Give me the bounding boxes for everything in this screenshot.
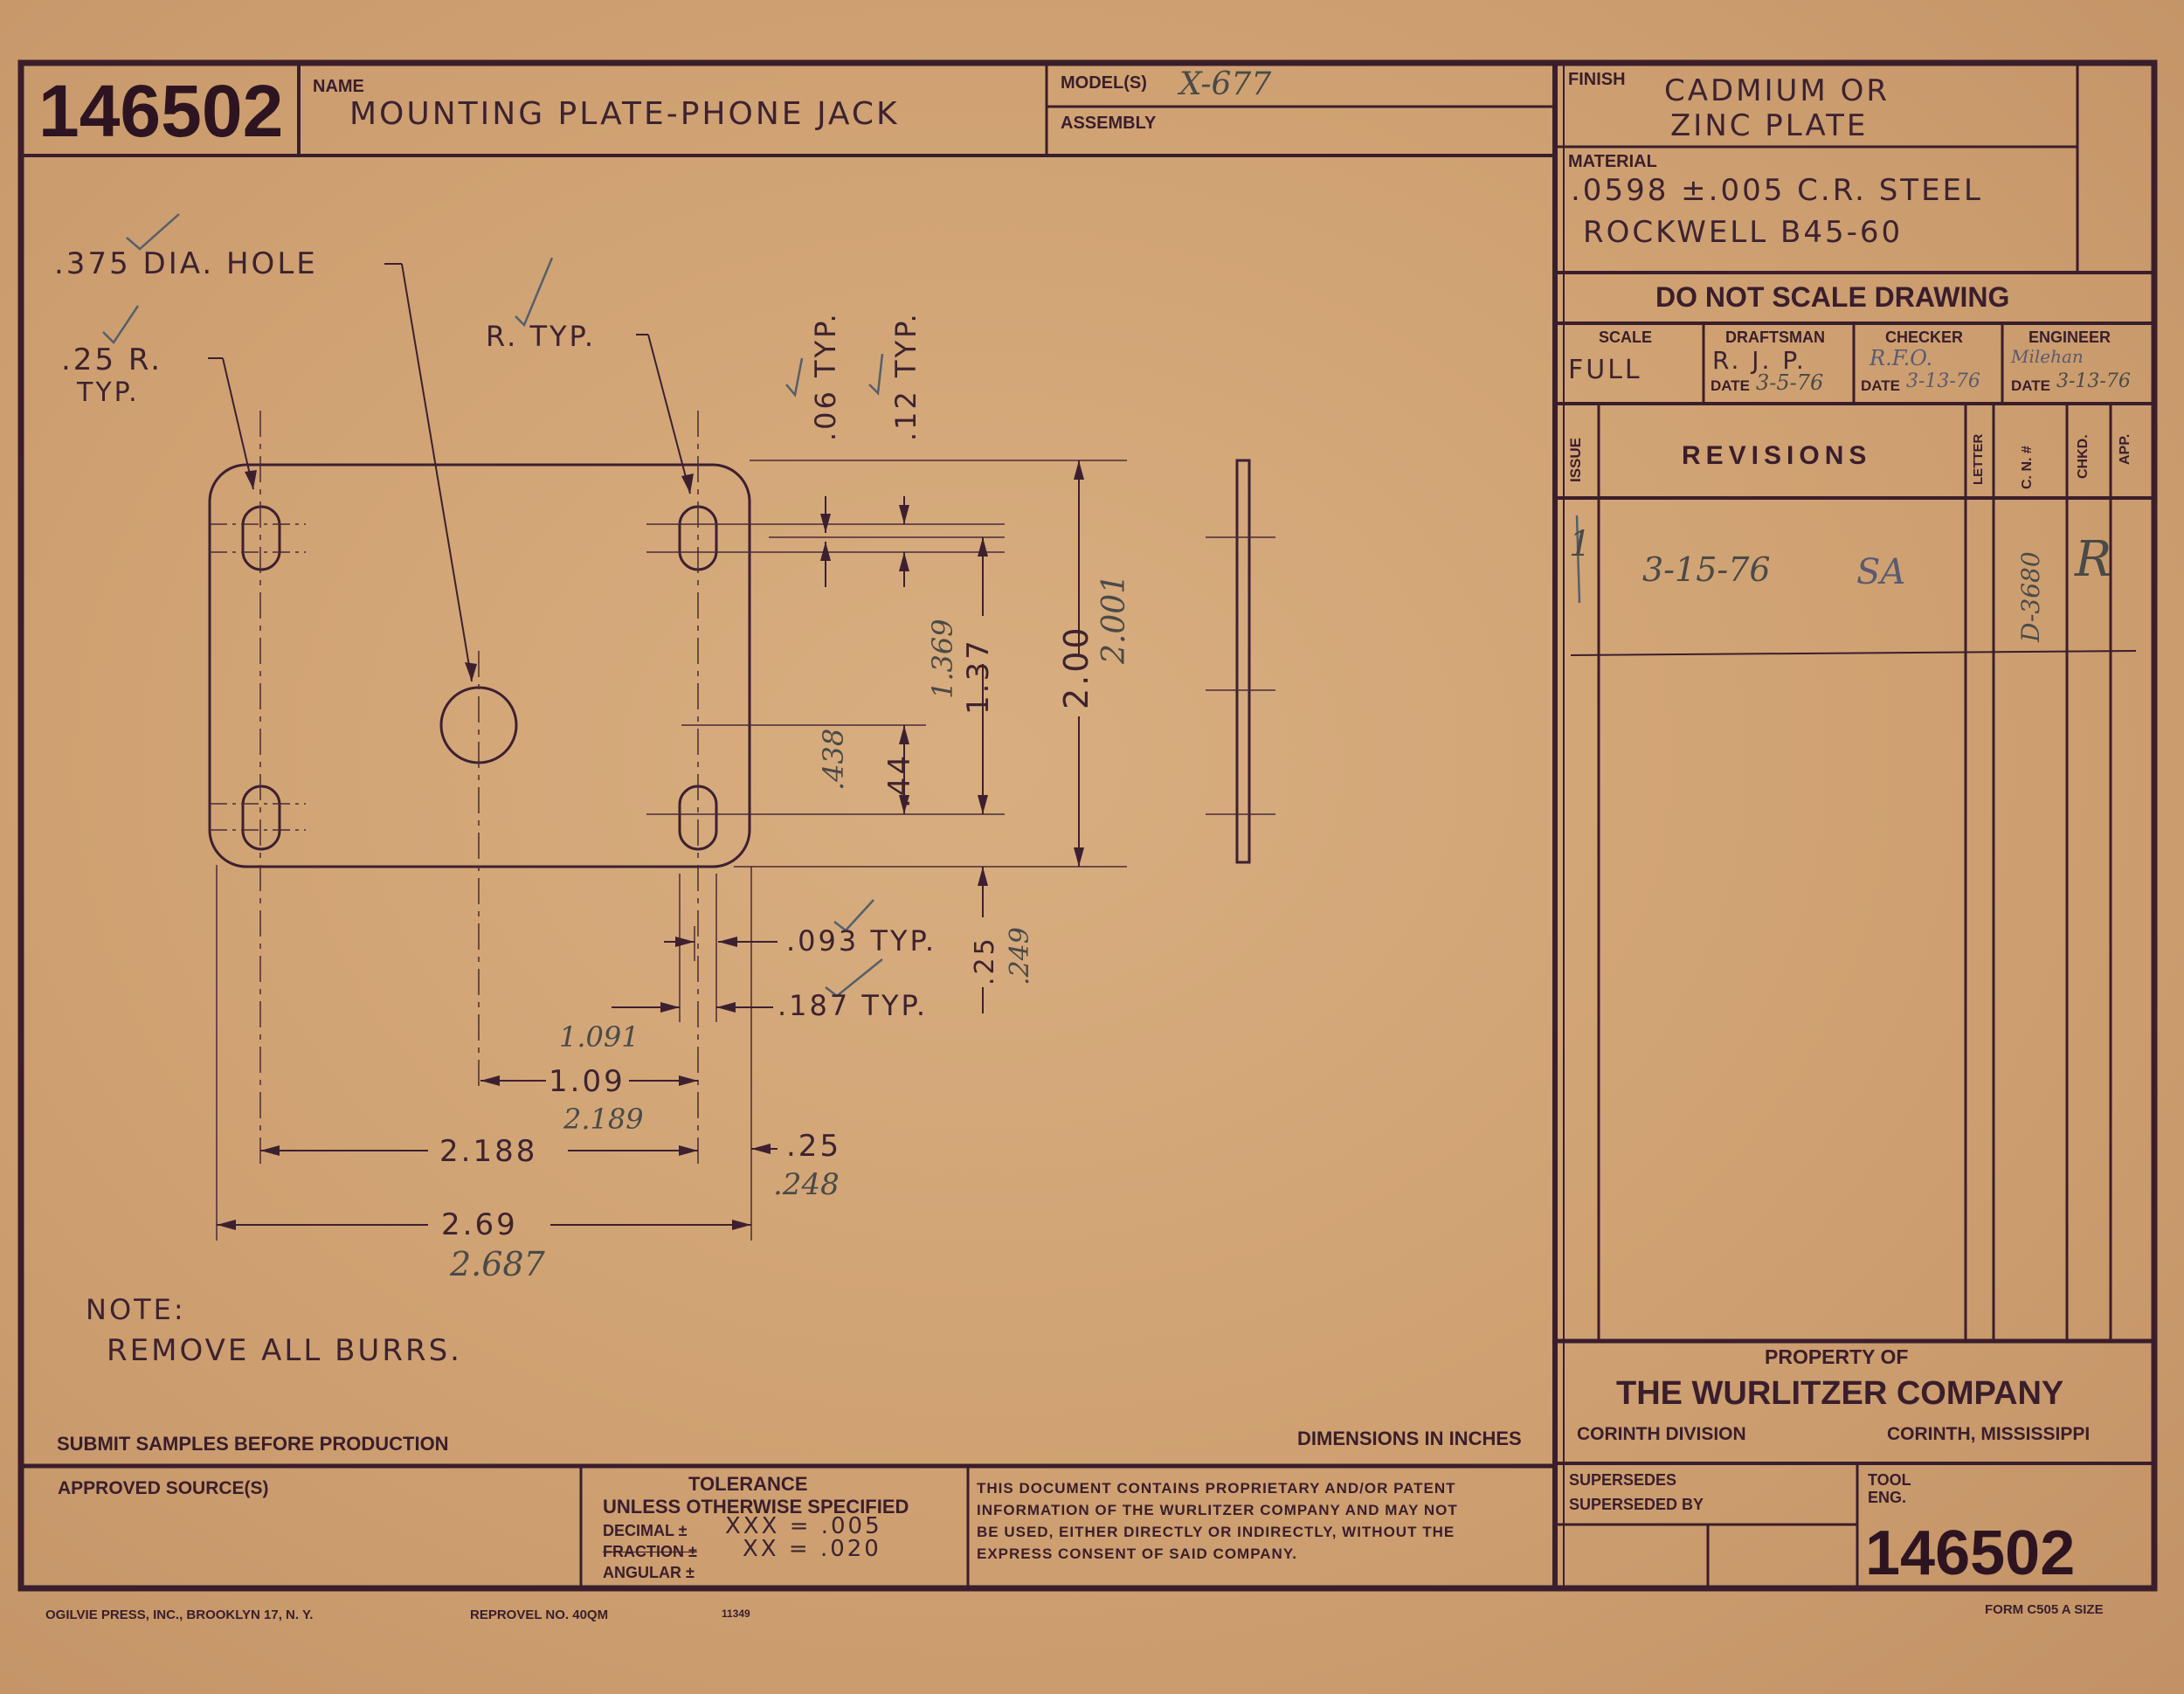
proprietary-line-1: THIS DOCUMENT CONTAINS PROPRIETARY AND/O… xyxy=(977,1480,1456,1497)
dim-44-pencil: .438 xyxy=(817,728,850,791)
draftsman-label: DRAFTSMAN xyxy=(1725,328,1825,346)
checker-date-label: DATE xyxy=(1861,377,1901,394)
company-name: THE WURLITZER COMPANY xyxy=(1616,1375,2064,1412)
fraction-label: FRACTION ± xyxy=(603,1543,697,1560)
finish-label: FINISH xyxy=(1568,70,1626,89)
dim-25-horizontal: .25 xyxy=(786,1129,842,1164)
note-text: REMOVE ALL BURRS. xyxy=(107,1333,462,1368)
tolerance-subtitle: UNLESS OTHERWISE SPECIFIED xyxy=(603,1496,909,1518)
dimensions-in-inches: DIMENSIONS IN INCHES xyxy=(1297,1428,1522,1449)
checker-date: 3-13-76 xyxy=(1906,370,1980,392)
do-not-scale: DO NOT SCALE DRAWING xyxy=(1655,281,2010,313)
angular-label: ANGULAR ± xyxy=(603,1564,695,1581)
radius-label: .25 R. xyxy=(61,342,163,377)
reprovel-number: REPROVEL NO. 40QM xyxy=(470,1608,609,1622)
engineer-label: ENGINEER xyxy=(2028,328,2111,346)
dim-1-09-pencil: 1.091 xyxy=(559,1020,639,1054)
letter-label: LETTER xyxy=(1971,433,1986,485)
division: CORINTH DIVISION xyxy=(1577,1424,1746,1444)
printer-credit: OGILVIE PRESS, INC., BROOKLYN 17, N. Y. xyxy=(45,1608,314,1622)
draftsman-value: R. J. P. xyxy=(1712,346,1807,375)
engineer-date: 3-13-76 xyxy=(2056,370,2131,392)
scale-value: FULL xyxy=(1568,355,1642,385)
proprietary-line-4: EXPRESS CONSENT OF SAID COMPANY. xyxy=(977,1545,1298,1562)
assembly-label: ASSEMBLY xyxy=(1061,114,1157,133)
revision-chkd: R xyxy=(2075,531,2112,588)
revision-date: 3-15-76 xyxy=(1642,550,1771,589)
proprietary-line-3: BE USED, EITHER DIRECTLY OR INDIRECTLY, … xyxy=(977,1524,1455,1540)
form-code: 11349 xyxy=(722,1608,750,1620)
property-of: PROPERTY OF xyxy=(1765,1345,1909,1368)
chkd-label: CHKD. xyxy=(2076,434,2091,479)
part-number-bottom: 146502 xyxy=(1865,1518,2076,1588)
dim-2-00: 2.00 xyxy=(1057,625,1095,709)
name-label: NAME xyxy=(313,77,364,96)
note-title: NOTE: xyxy=(86,1293,186,1326)
models-value: X-677 xyxy=(1179,66,1272,102)
dim-1-37: 1.37 xyxy=(961,638,996,715)
dim-187-typ: .187 TYP. xyxy=(778,989,928,1022)
dim-44: .44 xyxy=(882,752,917,808)
fraction-value: XX = .020 xyxy=(743,1536,881,1562)
dim-2-69-pencil: 2.687 xyxy=(450,1245,545,1283)
superseded-by-label: SUPERSEDED BY xyxy=(1569,1496,1704,1513)
decimal-value: XXX = .005 xyxy=(725,1513,882,1539)
decimal-label: DECIMAL ± xyxy=(603,1522,688,1539)
dim-093-typ: .093 TYP. xyxy=(786,924,936,958)
checker-value: R.F.O. xyxy=(1870,346,1933,370)
finish-line-1: CADMIUM OR xyxy=(1664,73,1890,108)
dim-25-horizontal-pencil: .248 xyxy=(773,1167,840,1202)
location: CORINTH, MISSISSIPPI xyxy=(1887,1424,2091,1444)
material-label: MATERIAL xyxy=(1568,152,1657,171)
dim-1-37-pencil: 1.369 xyxy=(926,619,959,699)
part-number: 146502 xyxy=(38,70,284,152)
revision-initials: SA xyxy=(1856,552,1906,592)
form-size: FORM C505 A SIZE xyxy=(1985,1602,2104,1617)
hole-label: .375 DIA. HOLE xyxy=(54,246,318,281)
supersedes-label: SUPERSEDES xyxy=(1569,1471,1677,1489)
dim-2-69: 2.69 xyxy=(441,1207,518,1242)
revisions-label: REVISIONS xyxy=(1682,441,1872,470)
draftsman-date-label: DATE xyxy=(1711,377,1751,394)
finish-line-2: ZINC PLATE xyxy=(1670,108,1869,143)
proprietary-line-2: INFORMATION OF THE WURLITZER COMPANY AND… xyxy=(977,1502,1458,1518)
checker-label: CHECKER xyxy=(1885,328,1964,346)
cn-label: C. N. # xyxy=(2020,446,2035,489)
part-name: MOUNTING PLATE-PHONE JACK xyxy=(349,96,900,132)
dim-2-188-pencil: 2.189 xyxy=(563,1103,644,1136)
tool-eng-label: TOOL ENG. xyxy=(1868,1471,1911,1506)
dim-25-vertical: .25 xyxy=(970,936,1000,985)
draftsman-date: 3-5-76 xyxy=(1756,370,1824,395)
material-line-1: .0598 ±.005 C.R. STEEL xyxy=(1571,173,1983,208)
submit-samples: SUBMIT SAMPLES BEFORE PRODUCTION xyxy=(57,1433,449,1455)
scale-label: SCALE xyxy=(1599,328,1653,346)
material-line-2: ROCKWELL B45-60 xyxy=(1583,215,1904,250)
app-label: APP. xyxy=(2118,433,2132,465)
engineer-value: Milehan xyxy=(2011,346,2084,367)
revision-cn: D-3680 xyxy=(2016,551,2045,642)
tolerance-title: TOLERANCE xyxy=(688,1473,808,1495)
engineer-date-label: DATE xyxy=(2011,377,2051,394)
dim-2-188: 2.188 xyxy=(439,1134,538,1169)
dim-06-typ: .06 TYP. xyxy=(809,311,842,441)
dim-25-vertical-pencil: .249 xyxy=(1005,927,1035,985)
radius-typ-label: TYP. xyxy=(77,377,140,408)
revision-issue: 1 xyxy=(1569,524,1592,564)
models-label: MODEL(S) xyxy=(1061,73,1147,93)
issue-label: ISSUE xyxy=(1567,437,1584,482)
approved-sources-label: APPROVED SOURCE(S) xyxy=(58,1478,269,1498)
dim-12-typ: .12 TYP. xyxy=(889,311,923,441)
dim-2-00-pencil: 2.001 xyxy=(1096,573,1132,664)
dim-1-09: 1.09 xyxy=(549,1064,625,1099)
r-typ-label: R. TYP. xyxy=(486,320,597,353)
